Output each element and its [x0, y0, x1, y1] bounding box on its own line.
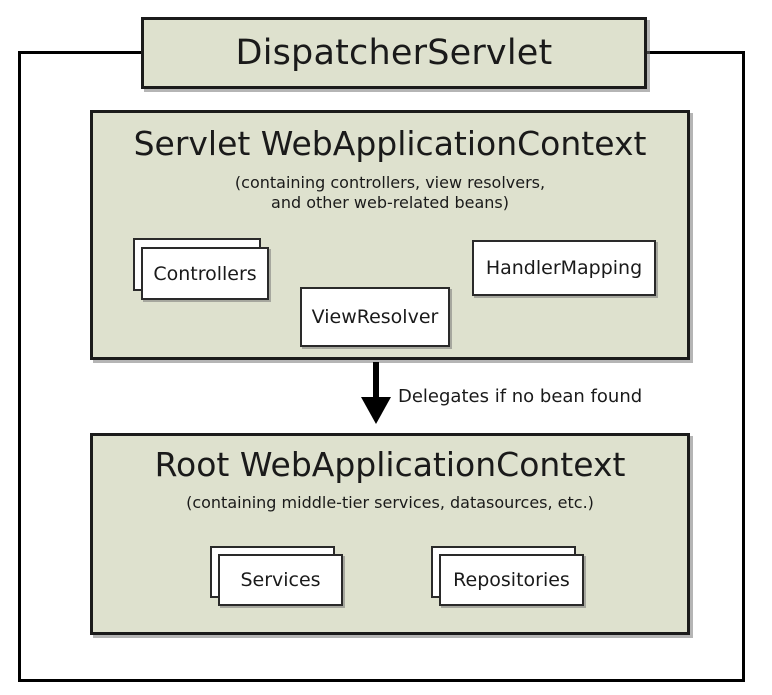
servlet-context-subtitle-line2: and other web-related beans) — [271, 193, 509, 213]
controllers-label: Controllers — [153, 262, 257, 285]
servlet-web-application-context: Servlet WebApplicationContext (containin… — [90, 110, 690, 360]
controllers-box: Controllers — [141, 247, 269, 300]
handler-mapping-label: HandlerMapping — [485, 257, 643, 279]
handler-mapping-box: HandlerMapping — [472, 240, 656, 296]
root-context-subtitle-line1: (containing middle-tier services, dataso… — [186, 493, 594, 512]
servlet-context-heading: Servlet WebApplicationContext — [133, 124, 647, 163]
root-context-subtitle: (containing middle-tier services, dataso… — [93, 493, 687, 513]
dispatcher-servlet-title: DispatcherServlet — [235, 32, 553, 73]
root-web-application-context: Root WebApplicationContext (containing m… — [90, 433, 690, 635]
root-context-heading: Root WebApplicationContext — [154, 445, 626, 484]
services-box: Services — [218, 554, 343, 606]
view-resolver-label: ViewResolver — [311, 306, 439, 328]
dispatcher-servlet-title-box: DispatcherServlet — [141, 17, 647, 89]
repositories-box: Repositories — [439, 554, 584, 606]
delegation-arrow-shaft — [373, 362, 379, 409]
servlet-context-subtitle-line1: (containing controllers, view resolvers, — [234, 173, 546, 192]
delegation-arrow-label: Delegates if no bean found — [398, 386, 643, 407]
repositories-label: Repositories — [453, 569, 570, 591]
servlet-context-subtitle: (containing controllers, view resolvers,… — [93, 173, 687, 214]
services-label: Services — [240, 569, 321, 591]
view-resolver-box: ViewResolver — [300, 287, 450, 347]
down-arrow-icon — [361, 397, 391, 424]
